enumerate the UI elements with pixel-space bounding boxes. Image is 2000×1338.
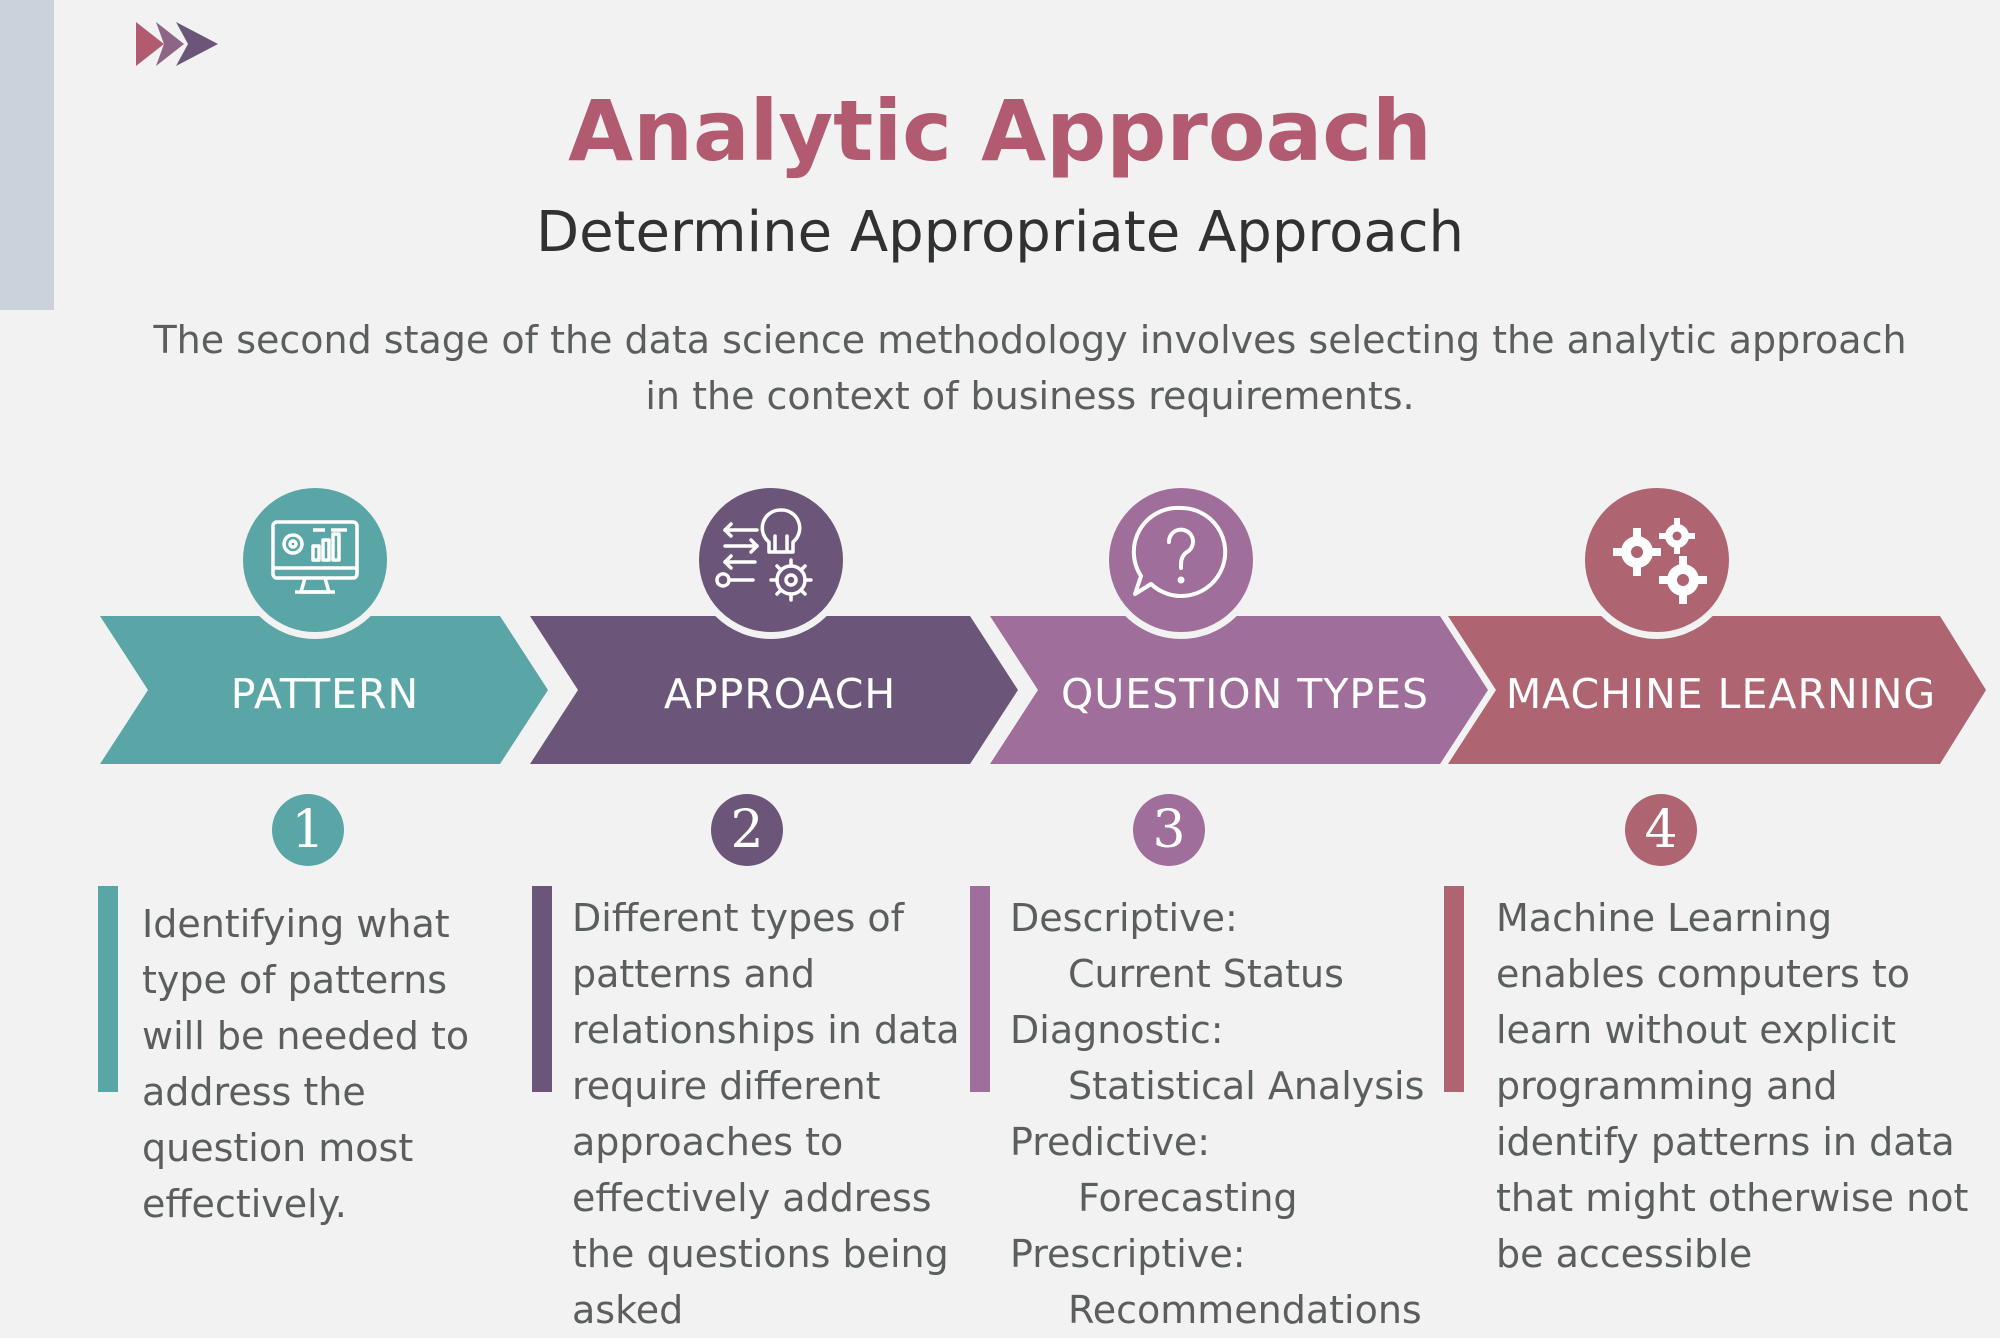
question-types-arrow <box>990 616 1488 764</box>
intro-line: in the context of business requirements. <box>645 374 1415 418</box>
pattern-arrow <box>100 616 548 764</box>
question-type-name: Descriptive: <box>1010 896 1238 940</box>
intro-paragraph: The second stage of the data science met… <box>130 312 1930 424</box>
description-line: effectively. <box>142 1182 347 1226</box>
triple-chevron-icon <box>136 22 218 66</box>
pattern-description: Identifying what type of patterns will b… <box>142 896 469 1232</box>
stage-label-machine-learning: MACHINE LEARNING <box>1505 670 1937 718</box>
description-line: type of patterns <box>142 958 448 1002</box>
description-line: that might otherwise not <box>1496 1176 1969 1220</box>
side-accent-bar <box>0 0 54 310</box>
stage-icon-circle <box>692 481 850 639</box>
description-line: approaches to <box>572 1120 844 1164</box>
description-line: effectively address <box>572 1176 932 1220</box>
description-line: Machine Learning <box>1496 896 1833 940</box>
description-line: learn without explicit <box>1496 1008 1897 1052</box>
approach-arrow <box>530 616 1018 764</box>
dashboard-monitor-icon <box>271 520 359 594</box>
description-line: will be needed to <box>142 1014 470 1058</box>
machine-learning-description: Machine Learning enables computers to le… <box>1496 890 1968 1282</box>
stage-label-pattern: PATTERN <box>230 670 420 718</box>
description-line: relationships in data <box>572 1008 960 1052</box>
question-bubble-icon <box>1131 505 1228 598</box>
step-number-badge: 1 <box>272 794 344 866</box>
description-line: asked <box>572 1288 684 1332</box>
question-type-detail: Current Status <box>1068 952 1344 996</box>
machine-learning-arrow <box>1448 616 1986 764</box>
intro-line: The second stage of the data science met… <box>153 318 1907 362</box>
approach-description: Different types of patterns and relation… <box>572 890 960 1338</box>
step-number-badge: 3 <box>1133 794 1205 866</box>
description-accent-bar <box>532 886 552 1092</box>
description-accent-bar <box>970 886 990 1092</box>
question-type-name: Diagnostic: <box>1010 1008 1224 1052</box>
description-line: question most <box>142 1126 414 1170</box>
description-line: programming and <box>1496 1064 1838 1108</box>
description-line: patterns and <box>572 952 815 996</box>
question-type-name: Prescriptive: <box>1010 1232 1246 1276</box>
question-type-detail: Recommendations <box>1068 1288 1422 1332</box>
description-accent-bar <box>98 886 118 1092</box>
question-types-description: Descriptive: Current Status Diagnostic: … <box>1010 890 1424 1338</box>
description-accent-bar <box>1444 886 1464 1092</box>
stage-icon-circle <box>1578 481 1736 639</box>
description-line: enables computers to <box>1496 952 1910 996</box>
description-line: require different <box>572 1064 881 1108</box>
stage-label-question-types: QUESTION TYPES <box>1060 670 1430 718</box>
stage-icon-circle <box>236 481 394 639</box>
gears-icon <box>1613 518 1707 604</box>
description-line: be accessible <box>1496 1232 1753 1276</box>
stage-icon-circle <box>1102 481 1260 639</box>
description-line: Identifying what <box>142 902 450 946</box>
lightbulb-gear-icon <box>715 508 813 602</box>
description-line: identify patterns in data <box>1496 1120 1955 1164</box>
description-line: the questions being <box>572 1232 949 1276</box>
description-line: Different types of <box>572 896 904 940</box>
page-subtitle: Determine Appropriate Approach <box>535 200 1465 265</box>
step-number-badge: 2 <box>711 794 783 866</box>
step-number-badge: 4 <box>1625 794 1697 866</box>
question-type-detail: Statistical Analysis <box>1068 1064 1425 1108</box>
question-type-detail: Forecasting <box>1078 1176 1298 1220</box>
stage-label-approach: APPROACH <box>663 670 897 718</box>
description-line: address the <box>142 1070 366 1114</box>
question-type-name: Predictive: <box>1010 1120 1211 1164</box>
page-title: Analytic Approach <box>568 82 1432 180</box>
